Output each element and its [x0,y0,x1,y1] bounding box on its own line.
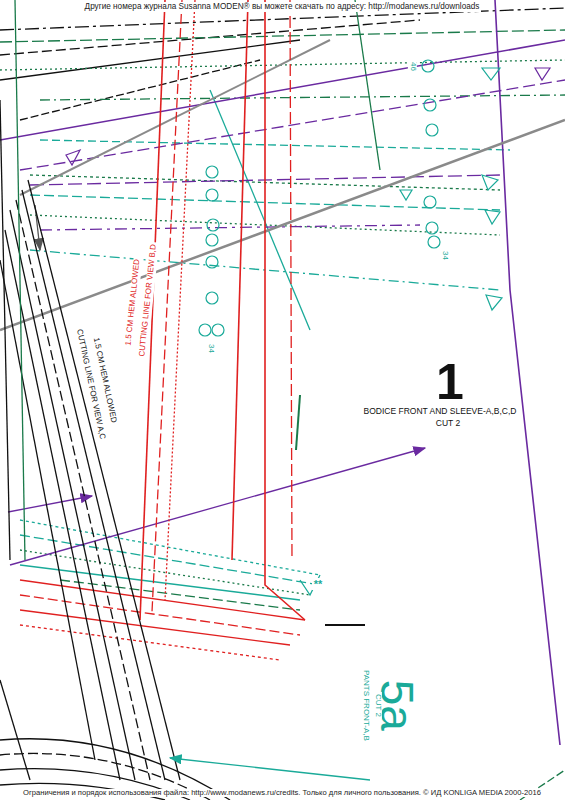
size-number: 46 [408,60,417,73]
cut-note: CUT 2 [434,419,462,428]
size-number: 34 [440,249,449,262]
piece-name: BODICE FRONT AND SLEEVE-A,B,C,D [362,407,519,416]
cut-note: CUT 2 [373,692,382,719]
hem-note: 1.5 CM HEM ALLOWED [124,256,142,347]
header-note: Другие номера журнала Susanna MODEN® вы … [83,2,482,11]
piece-number: 1 [434,355,466,410]
notch-mark: ** [312,578,325,590]
footer-note: Ограничения и порядок использования файл… [21,789,543,797]
piece-name: PANTS FRONT-A,B [361,668,370,743]
size-number: 34 [206,342,215,355]
